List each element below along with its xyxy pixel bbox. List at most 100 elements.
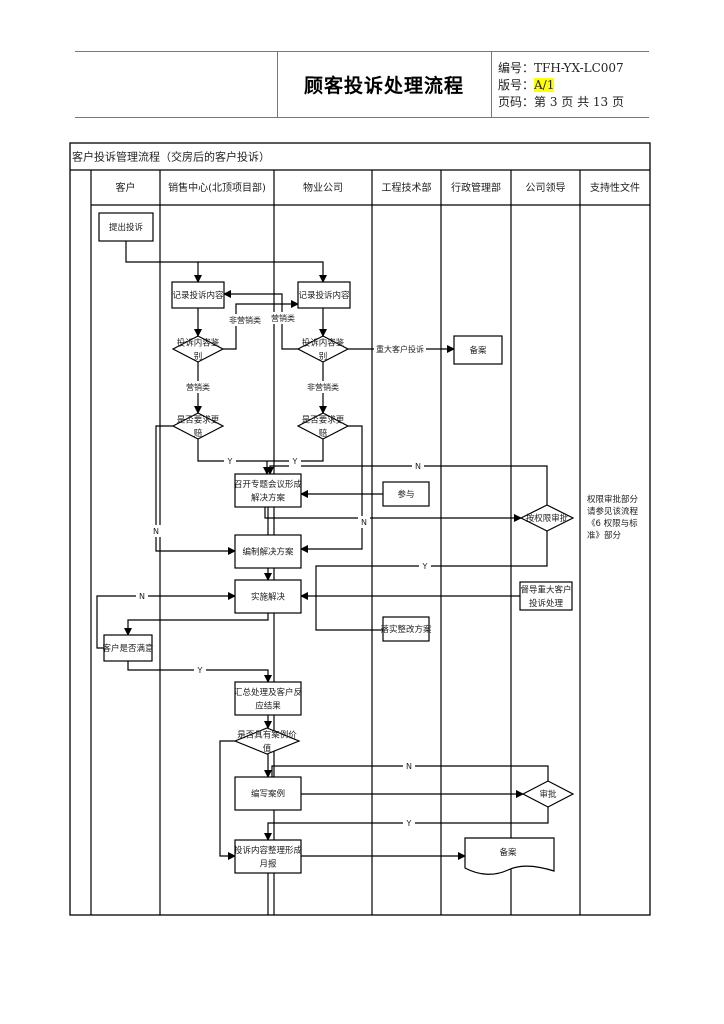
arrow-no-case (219, 740, 236, 860)
support-doc-note: 准》部分 (587, 530, 622, 541)
label-non-sales-class: 非营销类 (307, 382, 339, 392)
doc-code: 编号：TFH-YX-LC007 (498, 60, 624, 77)
document-header: 顾客投诉处理流程 编号：TFH-YX-LC007 版号：A/1 页码：第 3 页… (75, 51, 649, 118)
label-sales-bg (269, 312, 297, 324)
node-archive-admin (453, 335, 503, 365)
header-divider (277, 51, 278, 118)
label-sales-class: 营销类 (186, 382, 210, 392)
lane-header: 工程技术部 (382, 181, 432, 194)
node-implement (234, 579, 302, 614)
label-major-complaint: 重大客户投诉 (376, 344, 424, 354)
lane-header: 公司领导 (526, 181, 566, 194)
node-implement-label: 实施解决 (251, 592, 286, 603)
node-write-case (234, 776, 302, 811)
label-no-bg (150, 525, 162, 537)
doc-version-value: A/1 (534, 78, 555, 92)
node-summary-label: 应结果 (255, 700, 281, 711)
node-participate-label: 参与 (397, 489, 414, 500)
arrow-non-sales-to-property (223, 300, 299, 350)
node-case-value (233, 727, 301, 755)
arrow-no-to-draft-sales (155, 425, 236, 555)
label-no: N (139, 592, 145, 601)
swimlane-grid: 客户投诉管理流程（交房后的客户投诉）客户销售中心(北顶项目部)物业公司工程技术部… (69, 142, 651, 916)
document-meta: 编号：TFH-YX-LC007 版号：A/1 页码：第 3 页 共 13 页 (498, 60, 624, 111)
arrow-no-to-draft (300, 425, 363, 553)
label-no: N (153, 527, 159, 536)
arrow-approve-yes (315, 531, 548, 631)
arrow-approve-no (266, 465, 548, 505)
label-yes-bg (403, 817, 415, 829)
label-non-sales-class-bg (305, 381, 341, 393)
label-no-bg (136, 590, 148, 602)
node-write-case-label: 编写案例 (251, 789, 285, 800)
node-case-value-label: 是否具有案例价 (237, 729, 297, 740)
node-implement-rectify (382, 616, 430, 642)
node-monthly-report-label: 月报 (259, 858, 277, 869)
node-repair-sales-label: 是否要求更 (177, 414, 220, 425)
node-identify-property (296, 335, 350, 363)
node-identify-property-label: 别 (319, 352, 328, 362)
node-draft-solution (234, 534, 302, 569)
node-monthly-report (234, 839, 302, 874)
label-no: N (361, 518, 367, 527)
arrow-to-approval (264, 507, 522, 522)
label-yes: Y (292, 457, 298, 466)
node-submit-complaint-label: 提出投诉 (109, 222, 144, 233)
doc-page-value: 第 3 页 共 13 页 (534, 95, 624, 109)
label-yes-bg (194, 664, 206, 676)
node-meeting (234, 473, 302, 508)
flow-nodes: 提出投诉记录投诉内容记录投诉内容投诉内容鉴别投诉内容鉴别备案是否要求更赔是否要求… (98, 212, 575, 875)
label-yes: Y (406, 819, 412, 828)
node-submit-complaint (98, 212, 154, 242)
node-customer-satisfied-label: 客户是否满意 (102, 643, 153, 654)
doc-version-label: 版号： (498, 78, 535, 92)
support-doc-note: 请参见该流程 (587, 506, 639, 517)
support-doc-note: 《6 权限与标 (587, 518, 638, 529)
node-approve-authority-label: 按权限审批 (526, 513, 569, 524)
lane-header: 销售中心(北顶项目部) (168, 181, 266, 194)
label-yes-bg (289, 455, 301, 467)
node-case-value-label: 值 (263, 743, 272, 754)
node-supervise (519, 581, 573, 611)
node-summary (234, 681, 302, 716)
header-top-rule (75, 51, 649, 52)
node-meeting-label: 召开专题会议形成 (234, 479, 303, 490)
label-yes: Y (197, 666, 203, 675)
flow-arrow (197, 439, 324, 462)
flow-arrow (198, 261, 327, 283)
node-archive-admin-label: 备案 (469, 345, 487, 356)
node-meeting-label: 解决方案 (251, 492, 286, 503)
node-review-label: 审批 (539, 789, 557, 800)
node-repair-property-label: 是否要求更 (302, 414, 345, 425)
label-non-sales: 非营销类 (229, 315, 261, 325)
node-customer-satisfied (103, 634, 153, 662)
doc-code-value: TFH-YX-LC007 (534, 61, 624, 75)
label-sales: 营销类 (271, 313, 295, 323)
node-identify-sales-label: 投诉内容鉴 (177, 337, 220, 348)
node-identify-sales-label: 别 (194, 352, 203, 362)
label-yes: Y (422, 562, 428, 571)
label-non-sales-bg (227, 314, 263, 326)
node-summary-label: 汇总处理及客户反 (234, 687, 302, 698)
lane-header: 客户 (116, 181, 136, 194)
node-approve-authority (519, 504, 575, 532)
flow-arrow (125, 241, 202, 283)
label-sales-class-bg (184, 381, 212, 393)
lane-header: 支持性文件 (590, 181, 640, 194)
node-repair-sales-label: 赔 (194, 428, 203, 439)
document-title: 顾客投诉处理流程 (303, 75, 464, 97)
doc-page: 页码：第 3 页 共 13 页 (498, 94, 624, 111)
doc-code-label: 编号： (498, 61, 535, 75)
label-major-complaint-bg (374, 343, 426, 355)
label-yes-bg (419, 560, 431, 572)
flow-arrow (124, 613, 269, 636)
support-doc-note: 权限审批部分 (587, 494, 639, 505)
node-participate (382, 481, 430, 507)
label-no-bg (358, 516, 370, 528)
node-repair-sales (171, 412, 225, 440)
node-supervise-label: 投诉处理 (529, 598, 564, 609)
doc-page-label: 页码： (498, 95, 535, 109)
node-supervise-label: 督导重大客户 (520, 584, 571, 595)
flowchart-title: 客户投诉管理流程（交房后的客户投诉） (72, 149, 270, 163)
